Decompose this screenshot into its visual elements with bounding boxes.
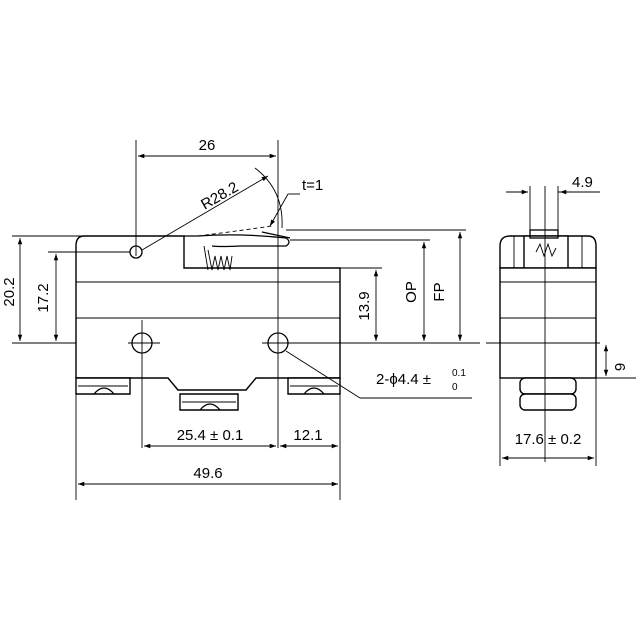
radius-arc (254, 167, 283, 229)
dim-op-height: 13.9 (356, 291, 373, 320)
spring-post (203, 245, 209, 271)
terminal-left (75, 377, 131, 395)
front-view: 26 R28.2 t=1 20.2 17.2 13.9 OP FP 2-ϕ4.4… (1, 137, 480, 500)
lever-tip (261, 231, 291, 239)
dim-body-length: 49.6 (193, 465, 222, 482)
dim-hole-tol-upper: 0.1 (452, 368, 466, 379)
plunger-housing (523, 235, 569, 269)
label-op: OP (403, 281, 420, 303)
side-terminal-upper (519, 377, 577, 395)
dim-hole-tol-lower: 0 (452, 382, 458, 393)
dim-lever-span: 26 (199, 137, 216, 154)
dim-line-radius (141, 175, 269, 251)
plunger (529, 229, 559, 239)
side-body (499, 267, 597, 379)
leader-thickness-arrow (269, 193, 289, 227)
dim-hole-offset: 12.1 (293, 427, 322, 444)
dim-lever-thickness: t=1 (302, 177, 323, 194)
dim-plunger-width: 4.9 (572, 174, 593, 191)
side-terminal-lower (519, 393, 577, 411)
dim-hole-spacing: 25.4 ± 0.1 (177, 427, 244, 444)
dim-total-height: 20.2 (1, 277, 18, 306)
dim-body-width: 17.6 ± 0.2 (515, 431, 582, 448)
side-spring (535, 242, 557, 258)
side-view: 4.9 9 17.6 ± 0.2 (486, 174, 636, 466)
actuator-lever (184, 234, 290, 248)
switch-body (75, 235, 341, 391)
label-fp: FP (431, 282, 448, 301)
terminal-middle (179, 393, 239, 411)
dim-body-height: 17.2 (35, 283, 52, 312)
dim-lever-radius: R28.2 (198, 179, 241, 214)
dim-terminal-height: 9 (612, 363, 629, 371)
spring (207, 249, 233, 271)
dim-hole-spec: 2-ϕ4.4 ± (376, 371, 431, 388)
leader-hole-spec (285, 350, 361, 399)
